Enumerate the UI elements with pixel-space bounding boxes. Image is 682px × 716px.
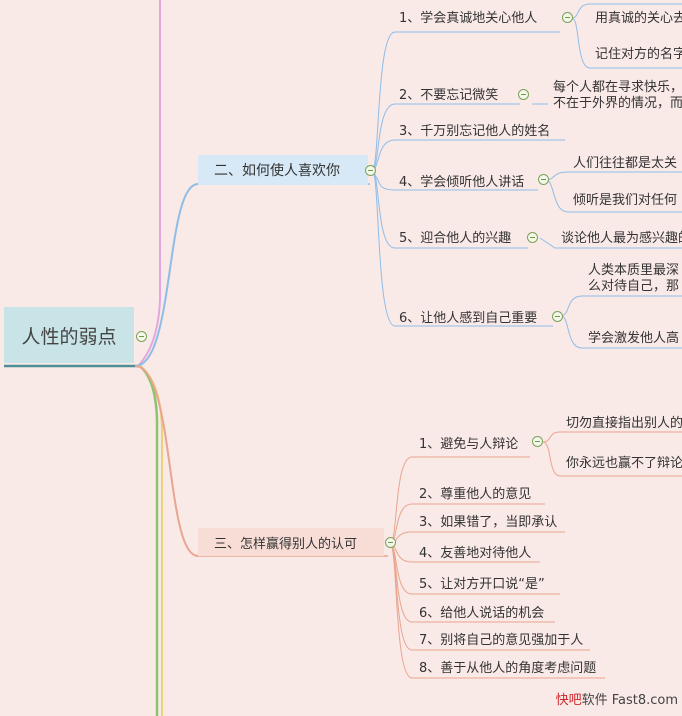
s2-item-1-child-2[interactable]: 记住对方的名字 — [595, 47, 682, 62]
s2-item-6-child-3[interactable]: 学会激发他人高 — [588, 331, 680, 346]
s3-item-1[interactable]: 1、避免与人辩论 — [419, 437, 519, 452]
s2-item-6-child-line2[interactable]: 么对待自己，那 — [588, 279, 680, 294]
s2-item-5-child-1[interactable]: 谈论他人最为感兴趣的 — [561, 231, 682, 246]
s2-item-6[interactable]: 6、让他人感到自己重要 — [399, 311, 538, 326]
s2-item-1-child-1[interactable]: 用真诚的关心去 — [595, 11, 682, 26]
s3-item-8[interactable]: 8、善于从他人的角度考虑问题 — [419, 661, 597, 676]
s3-item-4[interactable]: 4、友善地对待他人 — [419, 546, 532, 561]
s2-item-4-child-1[interactable]: 人们往往都是太关 — [573, 156, 678, 171]
s3-item-6[interactable]: 6、给他人说话的机会 — [419, 606, 545, 621]
branch-to-section2 — [134, 183, 199, 367]
s2-item-6-collapse-icon[interactable] — [552, 311, 563, 322]
section2-collapse-icon[interactable] — [365, 165, 376, 176]
s3-item-1-collapse-icon[interactable] — [532, 436, 543, 447]
s3-item-1-child-1[interactable]: 切勿直接指出别人的 — [566, 416, 682, 431]
root-node[interactable]: 人性的弱点 — [4, 307, 134, 363]
watermark-text: 软件 Fast8.com — [581, 693, 678, 708]
watermark: 快吧软件 Fast8.com — [556, 689, 678, 708]
root-collapse-icon[interactable] — [136, 331, 147, 342]
section2-connectors — [371, 3, 682, 349]
s3-item-7[interactable]: 7、别将自己的意见强加于人 — [419, 633, 584, 648]
s2-item-5[interactable]: 5、迎合他人的兴趣 — [399, 231, 512, 246]
s2-item-1-collapse-icon[interactable] — [562, 12, 573, 23]
section3-label: 三、怎样赢得别人的认可 — [214, 536, 358, 552]
root-label: 人性的弱点 — [21, 325, 117, 348]
s2-item-5-collapse-icon[interactable] — [527, 232, 538, 243]
s2-item-6-child-line1[interactable]: 人类本质里最深 — [588, 263, 680, 278]
s2-item-2-collapse-icon[interactable] — [518, 89, 529, 100]
s2-item-2[interactable]: 2、不要忘记微笑 — [399, 88, 499, 103]
s2-item-4-collapse-icon[interactable] — [538, 174, 549, 185]
s3-item-5[interactable]: 5、让对方开口说“是” — [419, 577, 545, 592]
s2-item-3[interactable]: 3、千万别忘记他人的姓名 — [399, 124, 551, 139]
branch-yellow — [139, 365, 163, 716]
branch-pink — [137, 0, 161, 367]
branch-to-section3 — [134, 365, 199, 557]
branch-green — [139, 365, 159, 716]
section3-collapse-icon[interactable] — [385, 537, 396, 548]
s2-item-4-child-2[interactable]: 倾听是我们对任何 — [573, 193, 678, 208]
s3-item-2[interactable]: 2、尊重他人的意见 — [419, 487, 532, 502]
watermark-brand: 快吧 — [555, 693, 582, 708]
s2-item-1[interactable]: 1、学会真诚地关心他人 — [399, 11, 538, 26]
s2-item-2-child-line2[interactable]: 不在于外界的情况，而 — [553, 96, 682, 111]
section3-node[interactable]: 三、怎样赢得别人的认可 — [198, 528, 384, 556]
s3-item-3[interactable]: 3、如果错了，当即承认 — [419, 515, 558, 530]
s2-item-2-child-line1[interactable]: 每个人都在寻求快乐， — [553, 80, 682, 95]
s3-item-1-child-2[interactable]: 你永远也赢不了辩论 — [566, 456, 682, 471]
section2-node[interactable]: 二、如何使人喜欢你 — [198, 155, 368, 185]
section2-label: 二、如何使人喜欢你 — [214, 163, 340, 179]
s2-item-4[interactable]: 4、学会倾听他人讲话 — [399, 175, 525, 190]
